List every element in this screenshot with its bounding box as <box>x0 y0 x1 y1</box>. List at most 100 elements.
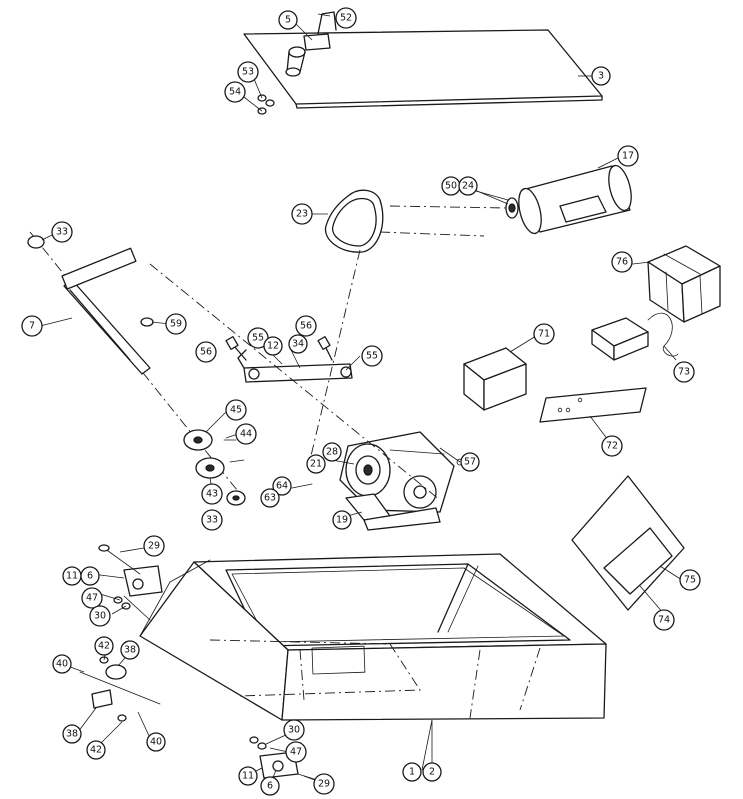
callout-50: 50 <box>441 176 461 196</box>
callout-label: 28 <box>326 447 338 458</box>
gearbox <box>291 431 464 531</box>
callout-label: 33 <box>206 515 218 526</box>
callout-label: 21 <box>310 459 322 470</box>
hinge-assembly-upper <box>98 544 163 621</box>
callout-76: 76 <box>611 251 633 273</box>
callout-label: 5 <box>285 15 291 26</box>
callout-label: 24 <box>462 181 474 192</box>
motor <box>505 164 632 235</box>
callout-29-lower: 29 <box>313 773 335 795</box>
callout-7: 7 <box>21 315 43 337</box>
callout-label: 73 <box>678 367 690 378</box>
callout-label: 72 <box>606 441 618 452</box>
callout-label: 44 <box>240 429 252 440</box>
callout-label: 55 <box>252 333 264 344</box>
callout-42-upper: 42 <box>94 636 114 656</box>
top-panel <box>243 11 603 115</box>
callout-label: 30 <box>94 611 106 622</box>
side-panels <box>571 475 685 611</box>
callout-44: 44 <box>235 423 257 445</box>
callout-6-upper: 6 <box>80 566 100 586</box>
callout-45: 45 <box>225 399 247 421</box>
leader-lines <box>39 13 683 783</box>
callout-40-left: 40 <box>52 654 72 674</box>
callout-47-upper: 47 <box>81 587 103 609</box>
callout-2: 2 <box>422 762 442 782</box>
callout-30-lower: 30 <box>283 719 305 741</box>
callout-24: 24 <box>458 176 478 196</box>
callout-label: 12 <box>267 341 279 352</box>
shaft-assembly <box>27 231 246 501</box>
callout-21: 21 <box>306 454 326 474</box>
bearing-assembly <box>183 429 246 506</box>
callout-label: 56 <box>300 321 312 332</box>
callout-30-upper: 30 <box>89 605 111 627</box>
callout-label: 76 <box>616 257 628 268</box>
callout-label: 53 <box>242 67 254 78</box>
callout-57: 57 <box>460 452 480 472</box>
callout-47-lower: 47 <box>285 741 307 763</box>
callout-label: 43 <box>206 489 218 500</box>
callout-label: 59 <box>170 319 182 330</box>
door-catch-assembly <box>79 656 161 722</box>
callout-23: 23 <box>291 203 313 225</box>
callout-52: 52 <box>335 7 357 29</box>
callout-label: 40 <box>150 737 162 748</box>
callout-label: 17 <box>622 151 634 162</box>
callout-label: 75 <box>684 575 696 586</box>
callout-label: 29 <box>148 541 160 552</box>
callout-28: 28 <box>322 442 342 462</box>
callout-12: 12 <box>263 336 283 356</box>
callout-5: 5 <box>278 10 298 30</box>
callout-label: 52 <box>340 13 352 24</box>
callout-label: 33 <box>56 227 68 238</box>
callout-label: 23 <box>296 209 308 220</box>
callout-43: 43 <box>201 483 223 505</box>
callout-label: 40 <box>56 659 68 670</box>
callout-label: 7 <box>29 321 35 332</box>
callout-3: 3 <box>591 66 611 86</box>
callout-label: 63 <box>264 493 276 504</box>
callout-label: 38 <box>66 729 78 740</box>
callout-54: 54 <box>224 81 246 103</box>
callout-17: 17 <box>617 145 639 167</box>
callouts: 5 52 3 53 54 17 50 24 23 33 7 59 56 55 1… <box>21 7 701 796</box>
callout-label: 3 <box>598 71 604 82</box>
callout-label: 19 <box>336 515 348 526</box>
callout-label: 57 <box>464 457 476 468</box>
callout-label: 47 <box>86 593 98 604</box>
callout-label: 1 <box>409 767 415 778</box>
callout-label: 64 <box>276 481 288 492</box>
callout-label: 56 <box>200 347 212 358</box>
callout-59: 59 <box>165 313 187 335</box>
callout-label: 42 <box>90 745 102 756</box>
callout-38-upper: 38 <box>120 640 140 660</box>
callout-label: 45 <box>230 405 242 416</box>
callout-1: 1 <box>402 762 422 782</box>
callout-56-right: 56 <box>295 315 317 337</box>
callout-label: 50 <box>445 181 457 192</box>
callout-label: 55 <box>366 351 378 362</box>
callout-label: 54 <box>229 87 241 98</box>
callout-label: 47 <box>290 747 302 758</box>
callout-label: 2 <box>429 767 435 778</box>
callout-label: 11 <box>242 771 254 782</box>
callout-53: 53 <box>237 61 259 83</box>
electrical-parts <box>463 245 721 423</box>
callout-label: 30 <box>288 725 300 736</box>
callout-label: 11 <box>66 571 78 582</box>
callout-33-lower: 33 <box>201 509 223 531</box>
tension-arm <box>140 317 353 383</box>
callout-11-upper: 11 <box>62 566 82 586</box>
callout-6-lower: 6 <box>260 776 280 796</box>
callout-29-upper: 29 <box>143 535 165 557</box>
callout-label: 42 <box>98 641 110 652</box>
callout-63: 63 <box>260 488 280 508</box>
callout-40-right: 40 <box>146 732 166 752</box>
callout-75: 75 <box>679 569 701 591</box>
callout-42-lower: 42 <box>86 740 106 760</box>
callout-34: 34 <box>288 334 308 354</box>
callout-73: 73 <box>673 361 695 383</box>
callout-label: 34 <box>292 339 304 350</box>
